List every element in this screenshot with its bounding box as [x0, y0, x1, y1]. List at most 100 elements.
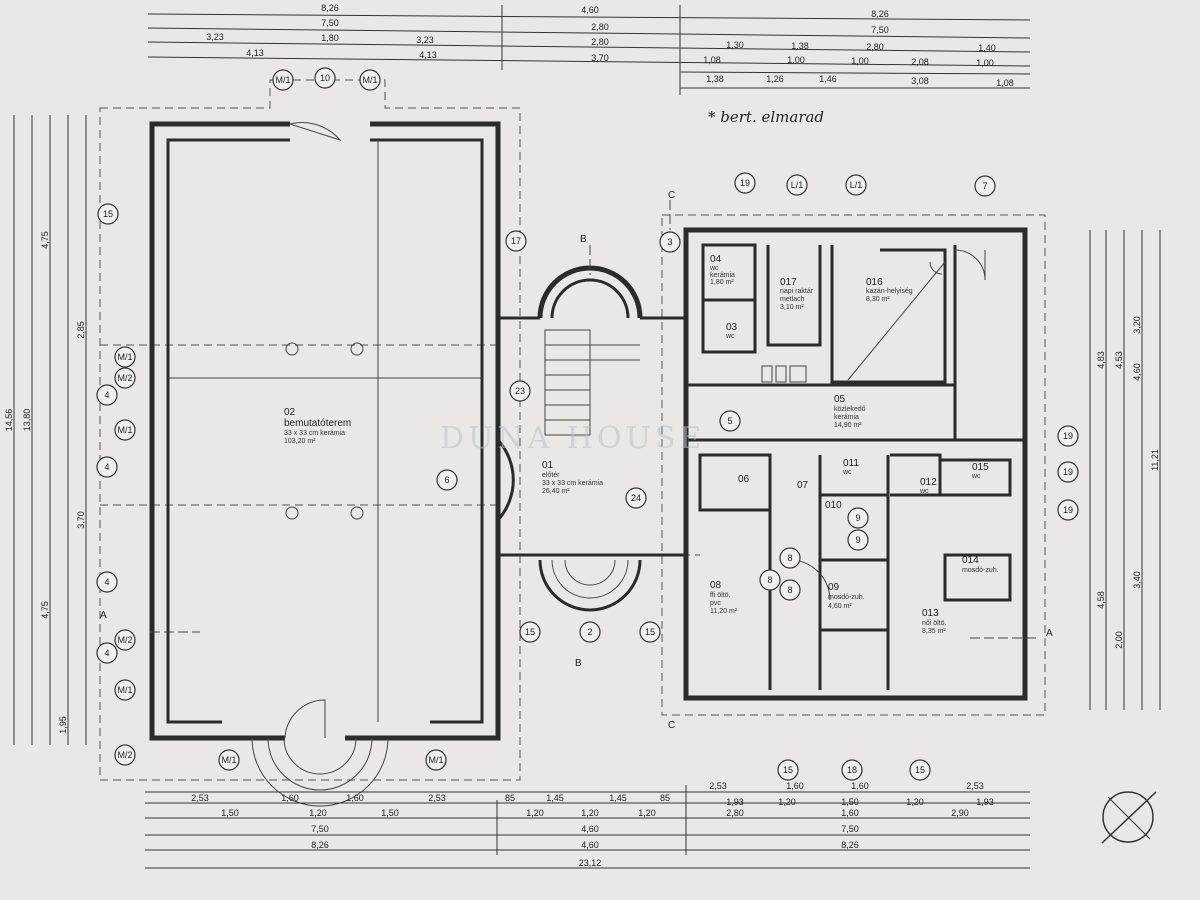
grid-marker-circle	[359, 69, 381, 91]
dim-label: 1,46	[819, 74, 837, 84]
entry-hall-walls	[251, 265, 686, 807]
grid-marker-circle	[96, 456, 118, 478]
room-name: közlekedő	[834, 406, 866, 413]
grid-marker-circle	[436, 469, 458, 491]
dim-label: 11,21	[1150, 449, 1160, 471]
grid-marker-circle	[579, 621, 601, 643]
dim-label: 1,00	[851, 56, 869, 66]
grid-marker-label: 24	[631, 493, 641, 503]
dim-label: 2,53	[191, 793, 209, 803]
room-number: 08	[710, 580, 722, 591]
bottom-dimension-labels: 2,53 1,60 1,60 2,53 2,53 1,60 1,60 2,53 …	[191, 781, 994, 868]
grid-marker-circle	[505, 230, 527, 252]
grid-marker-circle	[519, 621, 541, 643]
dim-label: 4,60	[1132, 363, 1142, 381]
dim-label: 1,20	[778, 797, 796, 807]
dim-label: 4,83	[1096, 351, 1106, 369]
grid-marker-label: 8	[787, 585, 792, 595]
grid-marker-label: 19	[1063, 467, 1073, 477]
top-dimension-lines	[147, 5, 1031, 95]
grid-marker-label: 4	[104, 462, 109, 472]
dim-label: 3,23	[206, 32, 224, 42]
room-number: 013	[922, 608, 939, 619]
grid-marker-label: 4	[104, 577, 109, 587]
right-dimension-labels: 4,83 4,53 3,20 4,60 11,21 4,58 3,40 2,00	[1096, 316, 1160, 649]
room-name: wc	[971, 473, 981, 480]
dim-label: 1,80	[321, 33, 339, 43]
bottom-dimension-lines	[145, 785, 1030, 869]
dim-label: 2,90	[951, 808, 969, 818]
section-label: A	[1046, 628, 1053, 639]
grid-marker-circle	[1057, 461, 1079, 483]
grid-marker-label: M/2	[117, 750, 132, 760]
grid-marker-label: 19	[740, 178, 750, 188]
room-area: 14,90 m²	[834, 422, 862, 429]
dim-label: 2,00	[1114, 631, 1124, 649]
dim-label: 4,75	[40, 601, 50, 619]
grid-marker-circle	[1057, 499, 1079, 521]
room-number: 09	[828, 582, 840, 593]
grid-marker-circle	[779, 579, 801, 601]
grid-marker-label: 4	[104, 390, 109, 400]
grid-marker-label: M/1	[221, 755, 236, 765]
dim-label: 1,08	[703, 55, 721, 65]
grid-marker-circle	[759, 569, 781, 591]
dim-label: 2,53	[709, 781, 727, 791]
room-area: 103,20 m²	[284, 438, 316, 445]
dim-label: 1,08	[996, 78, 1014, 88]
grid-marker-label: 15	[525, 627, 535, 637]
room-name: mosdó-zuh.	[828, 594, 865, 601]
room-name: wc	[842, 469, 852, 476]
grid-marker-label: M/1	[428, 755, 443, 765]
grid-marker-circle	[114, 367, 136, 389]
dim-label: 1,30	[726, 40, 744, 50]
dim-label: 3,23	[416, 35, 434, 45]
grid-marker-label: 15	[103, 209, 113, 219]
room-area: 3,10 m²	[780, 304, 804, 311]
grid-marker-label: 10	[320, 73, 330, 83]
room-number: 012	[920, 477, 937, 488]
room-name: ffi öltö.	[710, 592, 731, 599]
grid-marker-label: 18	[847, 765, 857, 775]
dim-label: 3,40	[1132, 571, 1142, 589]
column-marks	[285, 342, 364, 520]
dim-label: 23,12	[579, 858, 602, 868]
room-area: 26,40 m²	[542, 488, 570, 495]
grid-marker-circle	[218, 749, 240, 771]
room-area: 1,80 m²	[710, 279, 734, 286]
grid-marker-label: M/2	[117, 373, 132, 383]
dim-label: 85	[505, 793, 515, 803]
room-06: 06	[738, 474, 750, 485]
watermark: DUNA HOUSE	[440, 421, 705, 456]
dim-label: 2,53	[966, 781, 984, 791]
room-name: mosdó-zuh.	[962, 567, 999, 574]
grid-marker-circle	[96, 384, 118, 406]
dim-label: 8,26	[841, 840, 859, 850]
service-wing-walls	[683, 227, 1028, 701]
room-floor: pvc	[710, 600, 721, 607]
dim-label: 1,20	[906, 797, 924, 807]
room-name: bemutatóterem	[284, 418, 351, 429]
dim-label: 1,60	[346, 793, 364, 803]
grid-marker-label: 23	[515, 386, 525, 396]
grid-marker-label: L/1	[850, 180, 863, 190]
grid-marker-label: M/1	[275, 75, 290, 85]
room-number: 014	[962, 555, 979, 566]
dim-label: 1,00	[787, 55, 805, 65]
room-area: 11,20 m²	[710, 608, 738, 615]
section-label: A	[100, 610, 107, 621]
dim-label: 3,08	[911, 76, 929, 86]
room-number: 017	[780, 277, 797, 288]
grid-marker-label: M/2	[117, 635, 132, 645]
dim-label: 1,38	[706, 74, 724, 84]
grid-marker-label: 17	[511, 236, 521, 246]
dim-label: 8,26	[311, 840, 329, 850]
room-area: 4,60 m²	[828, 603, 852, 610]
grid-marker-circle	[786, 174, 808, 196]
grid-marker-circle	[719, 410, 741, 432]
grid-marker-circle	[847, 529, 869, 551]
